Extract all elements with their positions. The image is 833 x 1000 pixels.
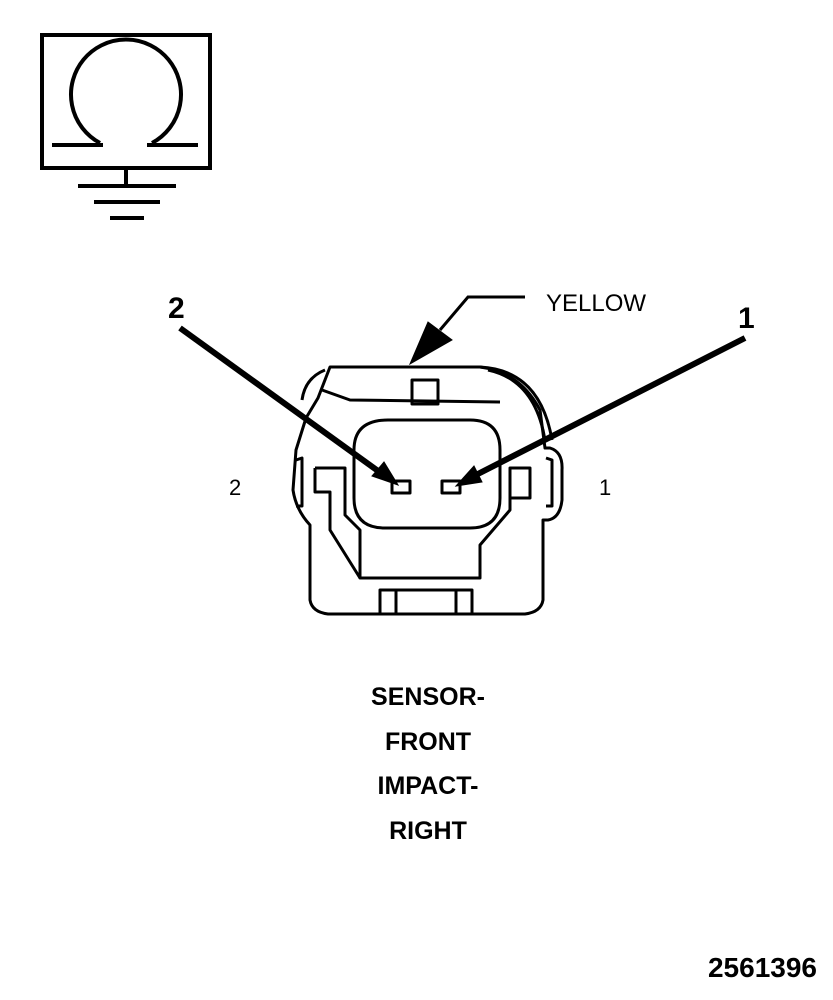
figure-number: 2561396 — [707, 952, 817, 983]
pin-2-terminal — [390, 479, 412, 495]
component-title-line-3: IMPACT- — [377, 772, 479, 800]
callout-label-pin-1: 1 — [738, 302, 755, 335]
pin-1-terminal — [440, 479, 462, 495]
component-title-line-1: SENSOR- — [371, 683, 485, 711]
callout-label-pin-2: 2 — [168, 292, 185, 325]
pin-2-side-label: 2 — [229, 475, 242, 500]
component-title-line-2: FRONT — [384, 728, 472, 756]
connector-color-label: YELLOW — [546, 290, 647, 317]
ohmmeter-ground-icon — [40, 33, 212, 220]
pin-1-side-label: 1 — [599, 475, 612, 500]
callout-leaders — [178, 295, 747, 487]
component-title-line-4: RIGHT — [389, 817, 467, 845]
connector-body — [291, 365, 564, 616]
